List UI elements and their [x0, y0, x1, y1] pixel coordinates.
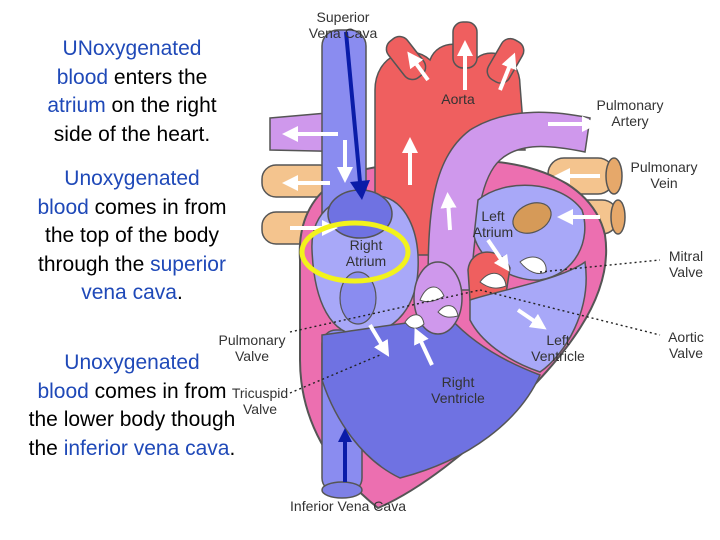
label-line: Valve [235, 348, 269, 364]
label-line: Right [442, 374, 475, 390]
label-line: Superior [317, 9, 370, 25]
text-paragraph-3: Unoxygenated blood comes in from the low… [28, 349, 236, 463]
label-line: Left [546, 332, 569, 348]
valve-leaflets [404, 256, 547, 329]
word-blood: blood [56, 65, 109, 89]
word-inferior-vena-cava: inferior vena cava [63, 436, 230, 460]
flow-arrows [282, 40, 600, 366]
right-atrium-callout-ring [299, 220, 411, 284]
label-inferior-vena-cava: Inferior Vena Cava [290, 498, 406, 514]
word-unoxygenated: UNoxygenated [62, 37, 202, 60]
text-run: . [229, 436, 236, 460]
text-run: on the right side of the heart. [53, 94, 217, 146]
text-paragraph-1: UNoxygenated blood enters the atrium on … [28, 35, 236, 149]
word-superior-vena-cava: superior vena cava [81, 252, 226, 305]
text-run: enters the [108, 65, 208, 89]
text-run: . [176, 281, 183, 304]
label-line: Mitral [669, 248, 703, 264]
label-line: Left [481, 208, 504, 224]
text-paragraph-2: Unoxygenated blood comes in from the top… [28, 165, 236, 308]
word-unoxygenated: Unoxygenated [64, 351, 200, 374]
label-line: Aorta [441, 91, 475, 107]
word-blood: blood [37, 195, 89, 219]
label-line: Pulmonary [219, 332, 286, 348]
label-line: Pulmonary [597, 97, 664, 113]
label-line: Pulmonary [631, 159, 698, 175]
label-line: Vena Cava [309, 25, 378, 41]
leader-lines [289, 259, 661, 394]
ivc-opening [339, 271, 377, 325]
pulmonary-vein-opening [512, 202, 552, 234]
word-atrium: atrium [47, 94, 106, 117]
word-unoxygenated: Unoxygenated [64, 167, 200, 190]
label-line: Vein [650, 175, 677, 191]
label-line: Valve [243, 401, 277, 417]
label-line: Right [350, 237, 383, 253]
label-line: Artery [611, 113, 648, 129]
label-line: Ventricle [431, 390, 485, 406]
text-run: comes in from the lower body though the [28, 379, 236, 460]
label-aorta: Aorta [441, 91, 475, 107]
label-line: Inferior Vena Cava [290, 498, 406, 514]
word-blood: blood [37, 379, 89, 403]
label-line: Valve [669, 345, 703, 361]
label-line: Ventricle [531, 348, 585, 364]
text-run: comes in from the top of the body throug… [38, 195, 227, 276]
label-line: Valve [669, 264, 703, 280]
label-line: Tricuspid [232, 385, 288, 401]
dark-flow-arrows [338, 31, 370, 482]
label-line: Aortic [668, 329, 704, 345]
label-line: Atrium [346, 253, 386, 269]
label-line: Atrium [473, 224, 513, 240]
svc-opening [327, 189, 393, 239]
